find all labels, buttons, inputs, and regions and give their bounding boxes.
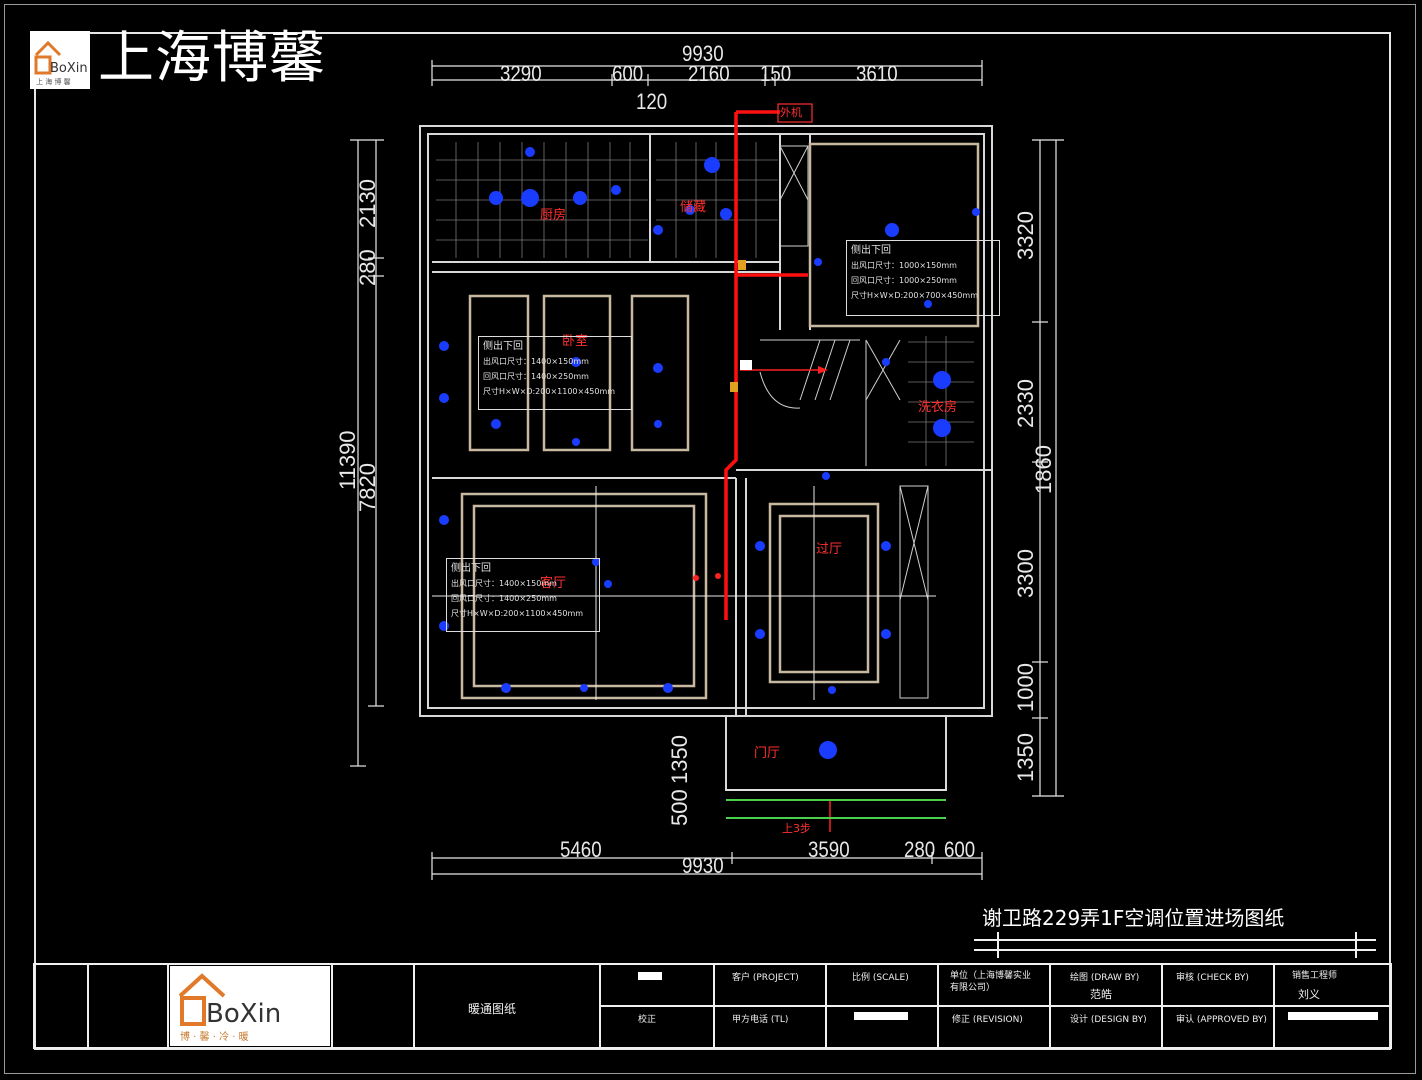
dim-right-3: 1860 <box>1031 445 1056 494</box>
ac-note-3-title: 侧出下回 <box>451 563 491 574</box>
ac-note-3-line-3: 尺寸H×W×D:200×1100×450mm <box>451 609 584 618</box>
dim-left-top-2: 280 <box>355 249 380 286</box>
dim-top-seg-1: 3290 <box>500 61 542 86</box>
dim-top-seg-3: 2160 <box>688 61 730 86</box>
logo-text: BoXin <box>50 61 88 76</box>
dim-bottom-seg-3: 280 <box>904 837 936 862</box>
tb-design-by: 设计 (DESIGN BY) <box>1070 1015 1147 1025</box>
tb-phone: 甲方电话 (TL) <box>732 1015 789 1025</box>
dim-left-top-1: 2130 <box>355 179 380 228</box>
ac-note-3-line-1: 出风口尺寸：1400×150mm <box>451 579 557 588</box>
dim-top-total: 9930 <box>682 41 724 66</box>
dim-center-bottom-2: 500 <box>667 789 692 826</box>
tb-unit: 单位（上海博馨实业有限公司） <box>950 971 1032 993</box>
dim-right-5: 1000 <box>1013 663 1038 712</box>
tb-approved-by: 审认 (APPROVED BY) <box>1176 1015 1267 1025</box>
dim-bottom-seg-4: 600 <box>944 837 976 862</box>
dim-bottom-seg-2: 3590 <box>808 837 850 862</box>
dim-top-seg-4: 150 <box>760 61 792 86</box>
room-laundry: 洗衣房 <box>918 400 958 415</box>
room-storage: 储藏 <box>680 200 707 215</box>
brand-logo: BoXin 上 海 博 馨 <box>30 31 90 89</box>
ac-note-2-line-1: 出风口尺寸：1400×150mm <box>483 357 589 366</box>
tb-engineer-name: 刘义 <box>1298 988 1320 1001</box>
dim-top-seg-2: 600 <box>612 61 644 86</box>
dim-right-6: 1350 <box>1013 733 1038 782</box>
ac-note-3-line-2: 回风口尺寸：1400×250mm <box>451 594 557 603</box>
tb-drawing-type: 暖通图纸 <box>468 1002 517 1016</box>
room-kitchen: 厨房 <box>540 208 567 223</box>
dim-center-bottom-1: 1350 <box>667 735 692 784</box>
tb-engineer: 销售工程师 <box>1292 971 1338 981</box>
dim-right-4: 3300 <box>1013 549 1038 598</box>
ac-note-2-title: 侧出下回 <box>483 341 523 352</box>
title-block-tagline: 博 · 馨 · 冷 · 暖 <box>180 1030 249 1043</box>
brand-title: 上海博馨 <box>98 26 326 91</box>
ac-note-1-line-2: 回风口尺寸：1000×250mm <box>851 276 957 285</box>
title-block-logo: BoXin 博 · 馨 · 冷 · 暖 <box>170 966 330 1046</box>
outer-frame <box>4 4 1416 1074</box>
dim-right-2: 2330 <box>1013 379 1038 428</box>
dim-bottom-total: 9930 <box>682 853 724 878</box>
room-entry: 门厅 <box>754 746 781 761</box>
tb-revision: 修正 (REVISION) <box>952 1015 1023 1025</box>
tb-check-by: 审核 (CHECK BY) <box>1176 973 1249 983</box>
dim-bottom-seg-1: 5460 <box>560 837 602 862</box>
room-living: 客厅 <box>540 576 567 591</box>
tb-proofread: 校正 <box>638 1015 657 1025</box>
ac-note-1-line-1: 出风口尺寸：1000×150mm <box>851 261 957 270</box>
tb-drawn-by: 绘图 (DRAW BY) <box>1070 973 1140 983</box>
dim-right-1: 3320 <box>1013 211 1038 260</box>
ac-note-2-line-2: 回风口尺寸：1400×250mm <box>483 372 589 381</box>
tb-project: 客户 (PROJECT) <box>732 973 799 983</box>
ac-note-1-title: 侧出下回 <box>851 245 891 256</box>
dim-top-sub: 120 <box>636 89 668 114</box>
logo-subtext: 上 海 博 馨 <box>36 77 71 86</box>
ac-note-2: 侧出下回 出风口尺寸：1400×150mm 回风口尺寸：1400×250mm 尺… <box>478 336 632 410</box>
title-block-logo-text: BoXin <box>206 999 281 1029</box>
ac-note-1: 侧出下回 出风口尺寸：1000×150mm 回风口尺寸：1000×250mm 尺… <box>846 240 1000 316</box>
dim-top-seg-5: 3610 <box>856 61 898 86</box>
up-steps-label: 上3步 <box>782 822 811 835</box>
outdoor-unit-label: 外机 <box>780 106 802 119</box>
room-bedroom: 卧室 <box>562 334 589 349</box>
ac-note-1-line-3: 尺寸H×W×D:200×700×450mm <box>851 291 978 300</box>
tb-drawn-by-name: 范皓 <box>1090 988 1112 1001</box>
tb-scale: 比例 (SCALE) <box>852 973 909 983</box>
drawing-title: 谢卫路229弄1F空调位置进场图纸 <box>982 906 1285 930</box>
ac-note-2-line-3: 尺寸H×W×D:200×1100×450mm <box>483 387 616 396</box>
dim-left-inner: 7820 <box>355 463 380 512</box>
ac-note-3: 侧出下回 出风口尺寸：1400×150mm 回风口尺寸：1400×250mm 尺… <box>446 558 600 632</box>
room-hall: 过厅 <box>816 542 843 557</box>
